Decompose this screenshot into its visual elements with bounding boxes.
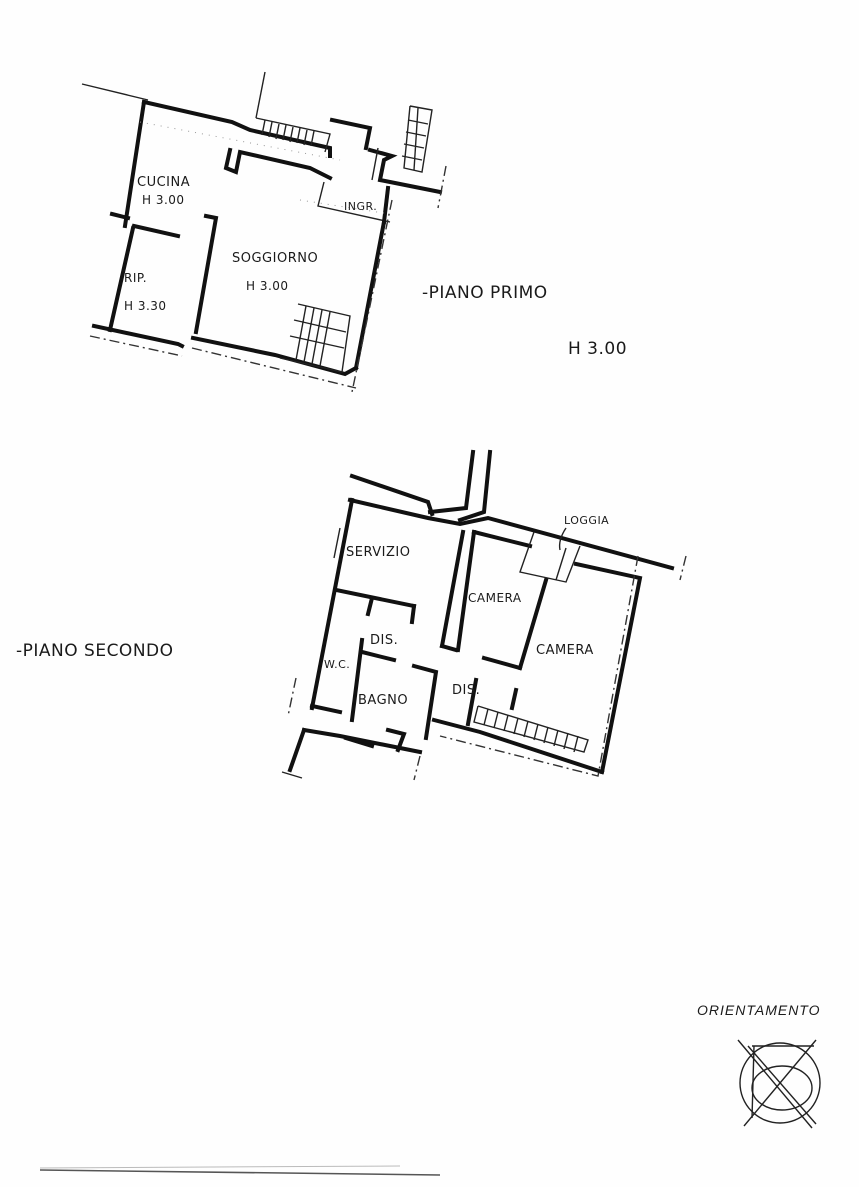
room-height-soggiorno: H 3.00 [246,279,289,293]
room-label-ripostiglio: RIP. [124,271,147,285]
room-label-camera-2: CAMERA [536,643,594,658]
room-label-cucina: CUCINA [137,175,190,190]
room-label-loggia: LOGGIA [564,514,609,527]
scan-edge-line-faint [39,1165,401,1169]
first-floor-title: -PIANO PRIMO [422,283,548,303]
room-height-cucina: H 3.00 [142,193,185,207]
first-floor-plan: CUCINA H 3.00 RIP. H 3.30 SOGGIORNO H 3.… [81,71,447,393]
room-label-ingresso: INGR. [344,200,377,213]
scan-edge-line [39,1169,441,1176]
second-floor-plan: SERVIZIO DIS. W.C. BAGNO DIS. CAMERA CAM… [281,449,687,781]
orientation-label: ORIENTAMENTO [697,1002,821,1018]
compass-rose-icon [737,1039,821,1129]
room-label-bagno: BAGNO [358,693,408,708]
room-height-ripostiglio: H 3.30 [124,299,167,313]
room-label-camera-1: CAMERA [468,591,522,605]
first-floor-height: H 3.00 [568,339,627,359]
second-floor-title: -PIANO SECONDO [16,641,174,661]
loggia-leader-line [558,527,567,551]
room-label-servizio: SERVIZIO [346,545,411,560]
room-label-disimpegno-2: DIS. [452,683,480,698]
room-label-wc: W.C. [324,658,350,671]
room-label-soggiorno: SOGGIORNO [232,251,318,266]
room-label-disimpegno-1: DIS. [370,633,398,648]
